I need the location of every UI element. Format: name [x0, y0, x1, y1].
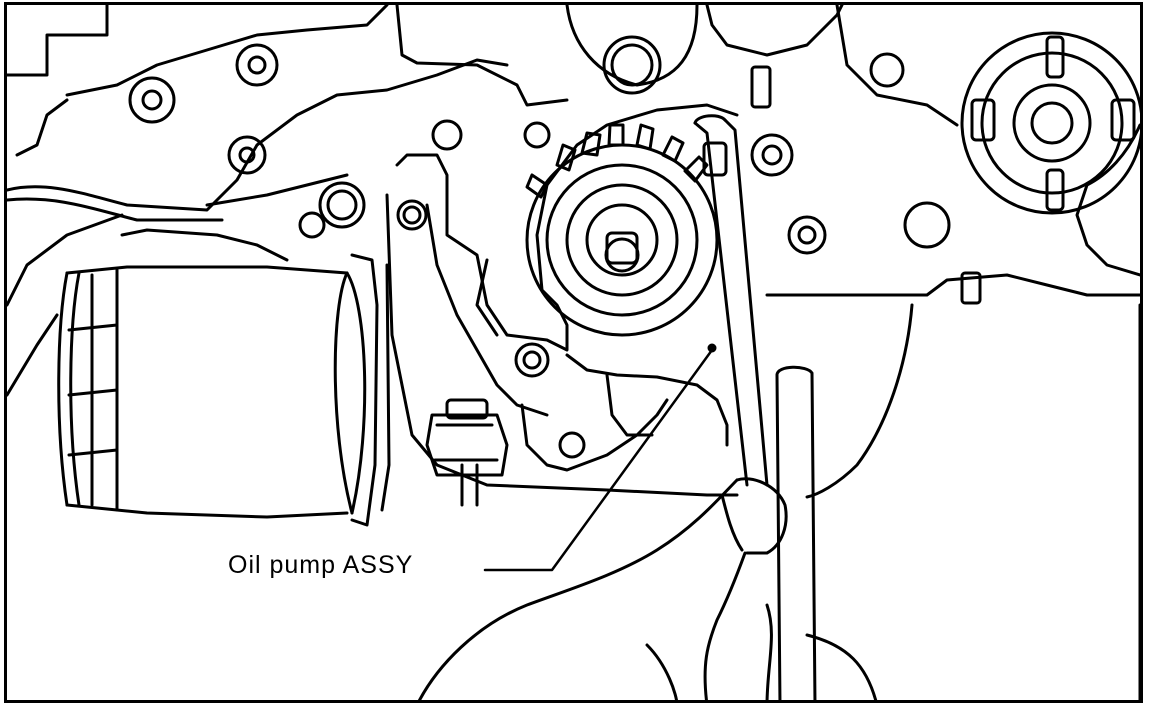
oil-pump-gear [525, 123, 719, 337]
crankshaft-pulley [960, 31, 1140, 215]
bolt-bosses [128, 35, 982, 459]
oil-pump-assy-label: Oil pump ASSY [226, 550, 416, 580]
engine-line-drawing [7, 5, 1140, 700]
oil-filter [57, 253, 391, 527]
relief-valve-plug [425, 398, 509, 507]
pry-bar [693, 114, 817, 700]
callout-leader [483, 343, 717, 572]
engine-block [7, 5, 1140, 700]
hand [417, 477, 878, 700]
illustration-frame: Oil pump ASSY [4, 2, 1143, 703]
